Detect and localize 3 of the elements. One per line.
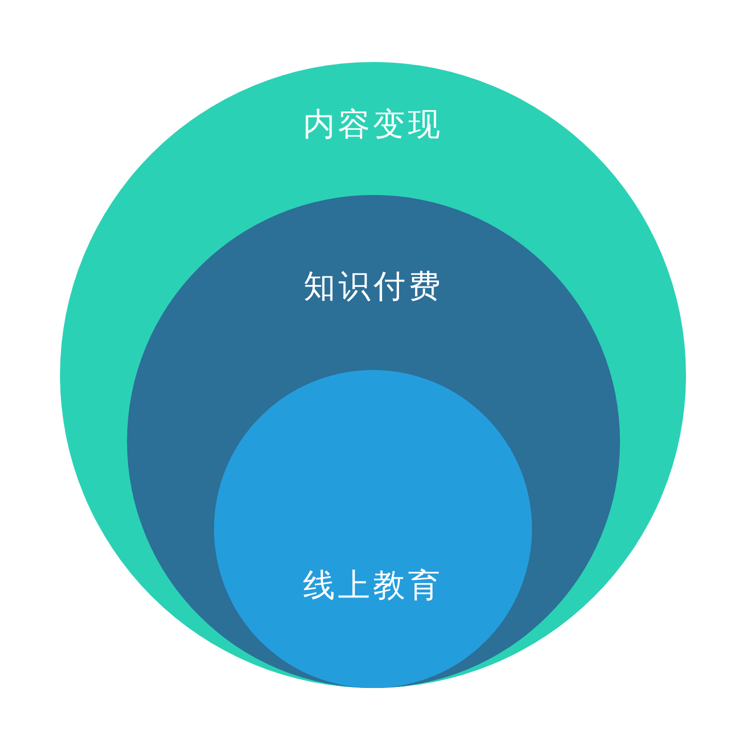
circle-label: 线上教育	[303, 569, 443, 601]
circle-label: 内容变现	[303, 108, 443, 140]
circle-label: 知识付费	[304, 270, 444, 302]
